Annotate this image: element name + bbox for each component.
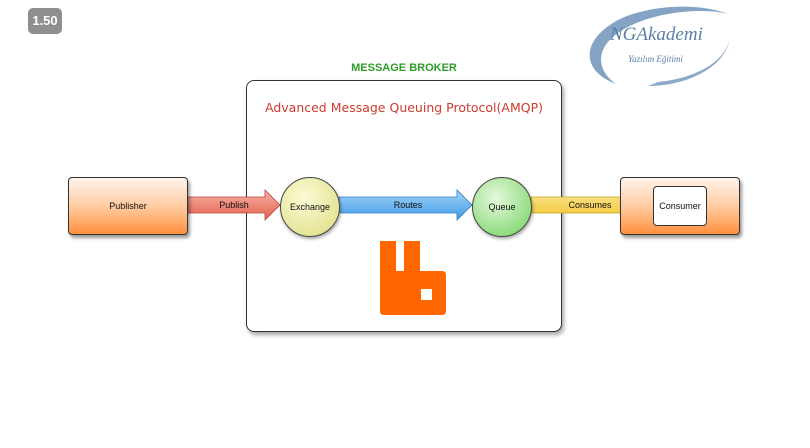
queue-label: Queue bbox=[488, 202, 516, 212]
publish-label: Publish bbox=[219, 200, 249, 210]
protocol-label: Advanced Message Queuing Protocol(AMQP) bbox=[265, 100, 543, 115]
routes-arrow bbox=[338, 189, 473, 221]
exchange-label: Exchange bbox=[289, 202, 331, 212]
queue-node: Queue bbox=[472, 177, 532, 237]
publisher-node: Publisher bbox=[68, 177, 188, 235]
consumes-label: Consumes bbox=[568, 200, 612, 210]
playback-speed-badge[interactable]: 1.50 bbox=[28, 8, 62, 34]
logo-subtitle: Yazılım Eğitimi bbox=[628, 54, 683, 64]
routes-label: Routes bbox=[393, 200, 423, 210]
ngakademi-logo: NGAkademi Yazılım Eğitimi bbox=[578, 2, 738, 92]
logo-swoosh-icon bbox=[589, 6, 730, 86]
exchange-node: Exchange bbox=[280, 177, 340, 237]
consumer-inner-box: Consumer bbox=[653, 186, 707, 226]
consumer-node: Consumer bbox=[620, 177, 740, 235]
logo-title: NGAkademi bbox=[610, 24, 703, 45]
broker-title: MESSAGE BROKER bbox=[351, 62, 457, 74]
rabbitmq-logo-icon bbox=[380, 241, 446, 315]
publisher-label: Publisher bbox=[109, 201, 147, 211]
consumer-label: Consumer bbox=[659, 201, 701, 211]
publish-arrow bbox=[185, 189, 281, 221]
